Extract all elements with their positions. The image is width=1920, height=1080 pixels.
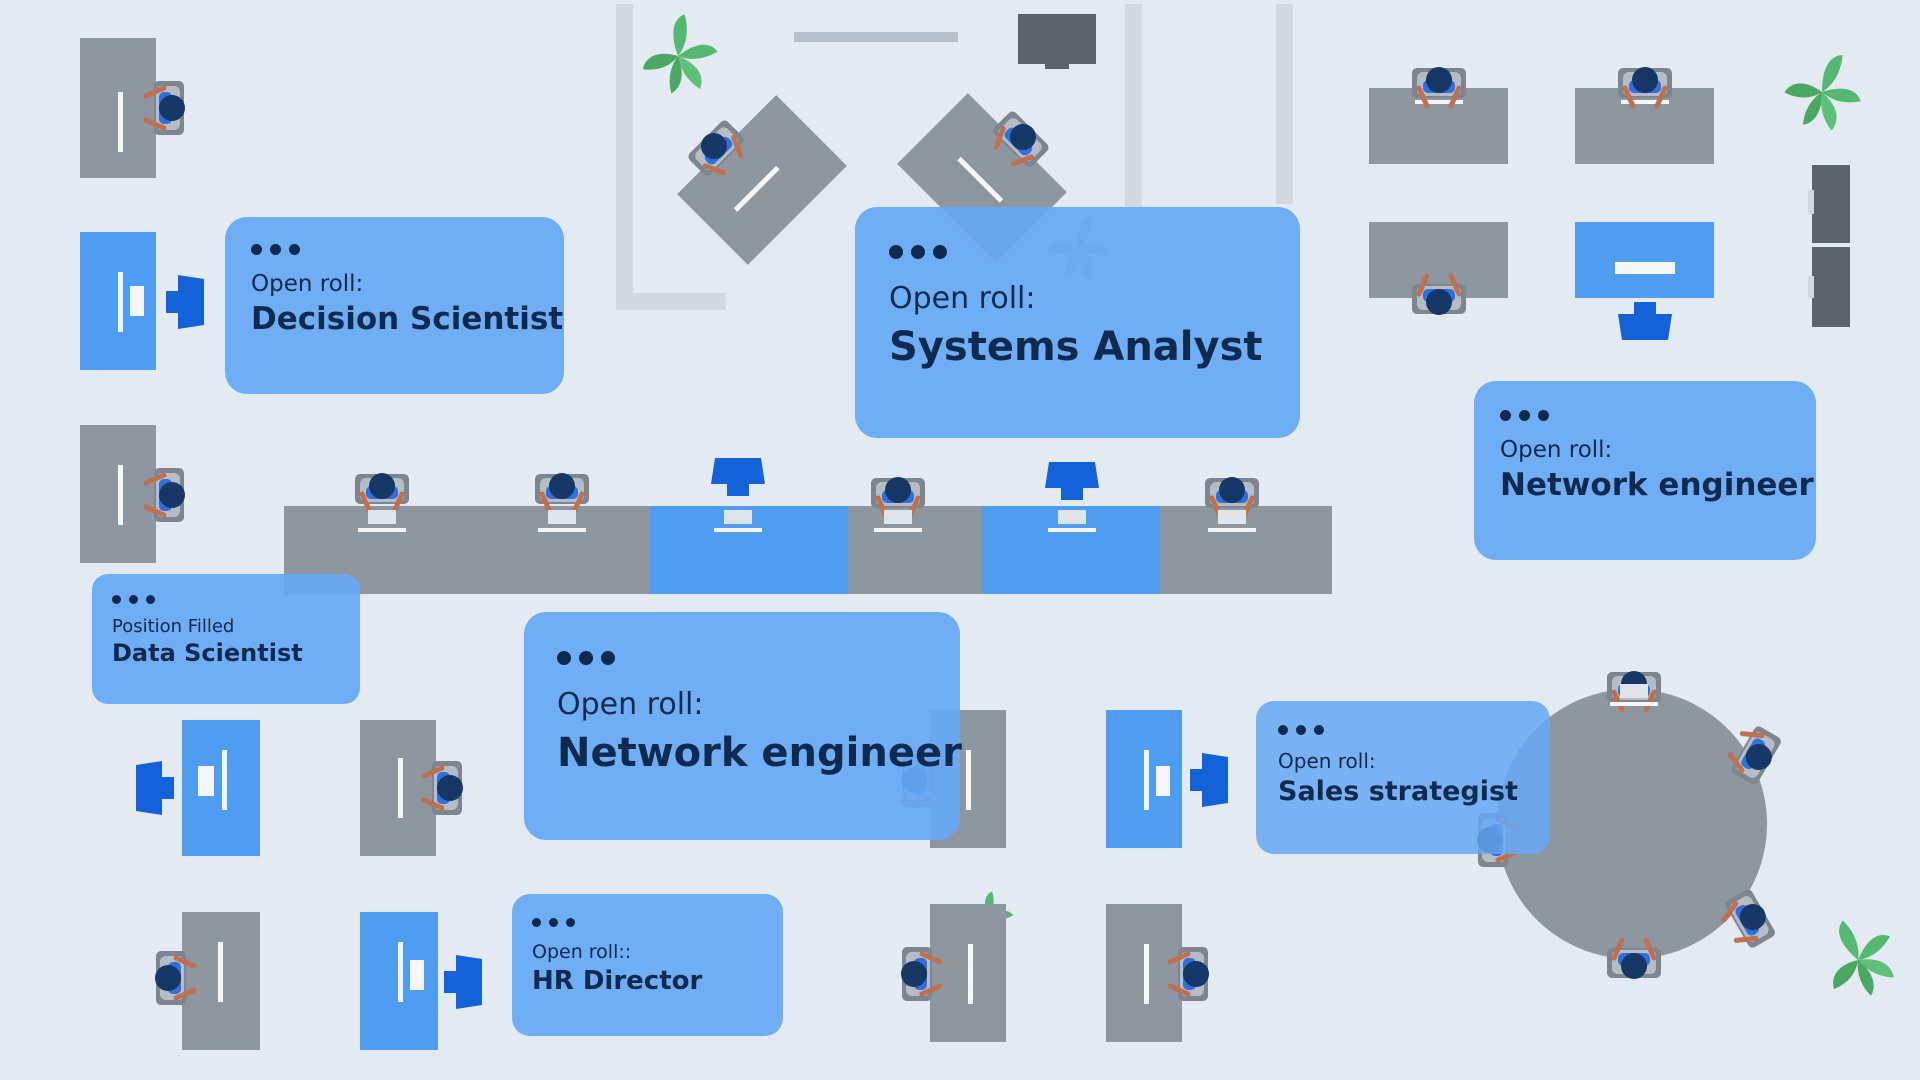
desk-station: [155, 912, 260, 1050]
desk-station: [360, 720, 463, 856]
role-card-hr-director[interactable]: Open roll:: HR Director: [512, 894, 783, 1036]
role-status: Open roll::: [532, 941, 632, 963]
role-title: Network engineer: [1500, 467, 1814, 503]
ellipsis-icon[interactable]: [532, 918, 763, 927]
desk-station: [1369, 67, 1508, 164]
role-title: HR Director: [532, 966, 703, 996]
long-desk-row: [284, 458, 1332, 594]
role-card-sales-strategist[interactable]: Open roll: Sales strategist: [1256, 701, 1550, 854]
plant-icon: [642, 14, 718, 94]
desk-station: [1369, 222, 1508, 315]
wall-cabinet: [1808, 165, 1850, 327]
desk-station: [901, 904, 1006, 1042]
ellipsis-icon[interactable]: [112, 595, 340, 604]
role-status: Open roll:: [1500, 437, 1613, 463]
role-status: Open roll:: [1278, 749, 1376, 773]
role-title: Sales strategist: [1278, 776, 1518, 807]
role-card-decision-scientist[interactable]: Open roll: Decision Scientist: [225, 217, 564, 394]
desk-station: [80, 232, 204, 370]
ellipsis-icon[interactable]: [889, 245, 1266, 259]
desk-station: [677, 95, 847, 265]
desk-station: [80, 38, 185, 178]
desk-station: [1575, 222, 1714, 340]
role-card-network-engineer-center[interactable]: Open roll: Network engineer: [524, 612, 962, 840]
role-status: Open roll:: [557, 687, 704, 722]
role-card-network-engineer-right[interactable]: Open roll: Network engineer: [1474, 381, 1816, 560]
desk-station: [1575, 67, 1714, 164]
role-card-systems-analyst[interactable]: Open roll: Systems Analyst: [855, 207, 1300, 438]
role-status: Open roll:: [889, 281, 1036, 316]
plant-icon: [1806, 904, 1911, 1010]
ellipsis-icon[interactable]: [251, 244, 538, 255]
role-status: Position Filled: [112, 616, 235, 637]
role-title: Systems Analyst: [889, 324, 1263, 370]
desk-station: [1106, 710, 1228, 848]
plant-icon: [1776, 40, 1874, 141]
role-title: Network engineer: [557, 730, 962, 776]
ellipsis-icon[interactable]: [557, 651, 926, 665]
role-status: Open roll:: [251, 271, 364, 297]
desk-station: [360, 912, 482, 1050]
desk-station: [80, 425, 185, 563]
desk-station: [1106, 904, 1209, 1042]
room-walls: [616, 4, 1293, 310]
role-card-data-scientist[interactable]: Position Filled Data Scientist: [92, 574, 360, 704]
desk-station: [136, 720, 260, 856]
round-table: [1477, 671, 1784, 979]
role-title: Decision Scientist: [251, 301, 564, 337]
ellipsis-icon[interactable]: [1278, 725, 1528, 735]
tv-icon: [1018, 14, 1096, 69]
ellipsis-icon[interactable]: [1500, 410, 1790, 421]
role-title: Data Scientist: [112, 639, 303, 667]
